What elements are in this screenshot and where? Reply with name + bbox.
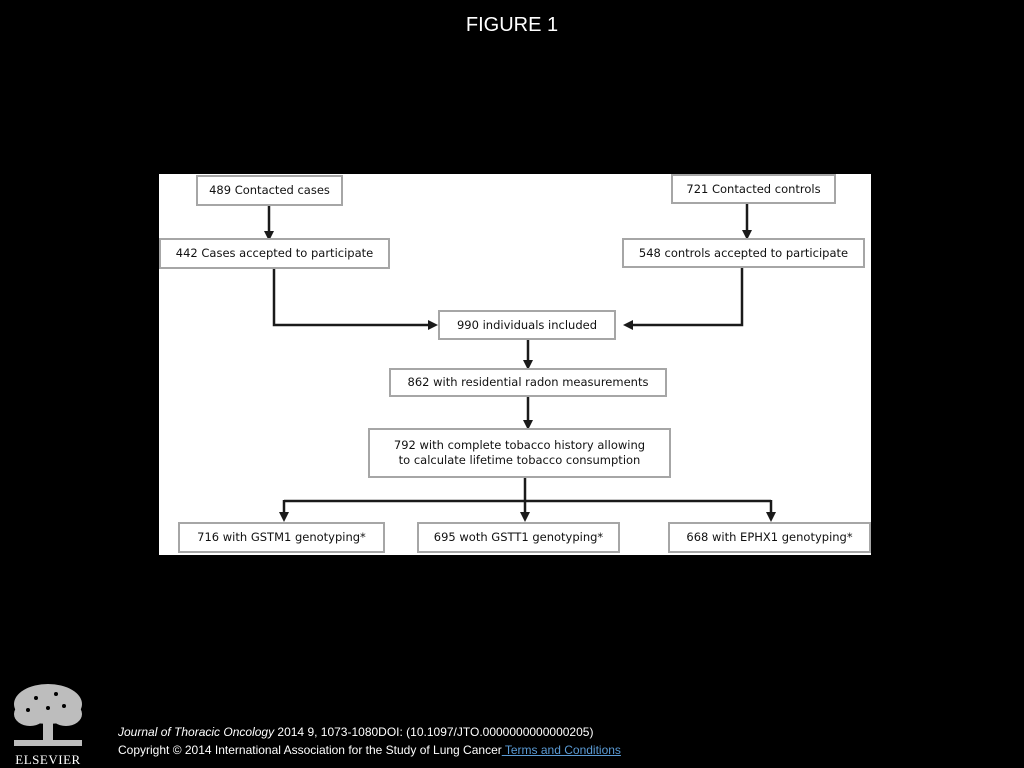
box-controls-accepted: 548 controls accepted to participate <box>622 238 865 268</box>
box-gstt1-genotyping: 695 woth GSTT1 genotyping* <box>417 522 620 553</box>
box-gstm1-genotyping: 716 with GSTM1 genotyping* <box>178 522 385 553</box>
copyright-text: Copyright © 2014 International Associati… <box>118 743 502 757</box>
box-tobacco-history: 792 with complete tobacco history allowi… <box>368 428 671 478</box>
box-contacted-controls: 721 Contacted controls <box>671 174 836 204</box>
arrow-controls-to-included <box>623 268 744 330</box>
box-cases-accepted: 442 Cases accepted to participate <box>159 238 390 269</box>
tobacco-history-line-2: to calculate lifetime tobacco consumptio… <box>398 453 641 467</box>
citation-details: 2014 9, 1073-1080DOI: (10.1097/JTO.00000… <box>274 725 594 739</box>
terms-and-conditions-link[interactable]: Terms and Conditions <box>501 743 621 757</box>
box-individuals-included: 990 individuals included <box>438 310 616 340</box>
journal-name: Journal of Thoracic Oncology <box>118 725 275 739</box>
box-radon-measurements: 862 with residential radon measurements <box>389 368 667 397</box>
citation-line: Journal of Thoracic Oncology 2014 9, 107… <box>118 723 621 741</box>
flowchart-connectors <box>264 204 776 522</box>
flowchart-figure: 489 Contacted cases 721 Contacted contro… <box>159 174 871 555</box>
arrow-cases-to-included <box>272 269 438 330</box>
slide-title: FIGURE 1 <box>465 14 559 36</box>
box-contacted-cases: 489 Contacted cases <box>196 175 343 206</box>
copyright-line: Copyright © 2014 International Associati… <box>118 741 621 759</box>
elsevier-logo-text: ELSEVIER <box>15 752 81 767</box>
citation-block: Journal of Thoracic Oncology 2014 9, 107… <box>118 723 621 759</box>
slide-footer: ELSEVIER Journal of Thoracic Oncology 20… <box>0 680 1024 768</box>
tobacco-history-line-1: 792 with complete tobacco history allowi… <box>393 438 646 452</box>
box-ephx1-genotyping: 668 with EPHX1 genotyping* <box>668 522 871 553</box>
elsevier-tree-logo-icon <box>8 680 88 750</box>
